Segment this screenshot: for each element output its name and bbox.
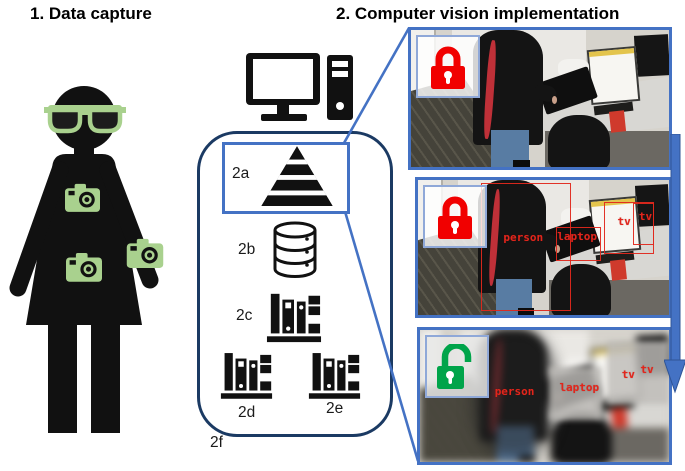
label-2e: 2e [326, 400, 344, 417]
detection-box-laptop [556, 227, 602, 261]
blur-patch-tv [606, 340, 669, 404]
detection-label-laptop: laptop [557, 229, 598, 243]
label-2d: 2d [238, 404, 256, 421]
person-shape [472, 30, 558, 167]
detection-label-tv: tv [638, 209, 653, 223]
pipeline-container-box [197, 131, 393, 437]
privacy-status-badge [425, 335, 489, 398]
glasses-icon [44, 105, 126, 134]
photo-object-detection: person laptop tv tv [415, 177, 672, 318]
padlock-unlocked-icon [437, 343, 472, 389]
label-2c: 2c [236, 307, 253, 324]
label-2b: 2b [238, 241, 256, 258]
detection-box-tv [632, 202, 654, 245]
detection-label-laptop: laptop [559, 381, 600, 395]
office-chair [547, 114, 610, 167]
pyramid-icon [261, 146, 333, 206]
photo-anonymized-blurred: person laptop tv tv [417, 327, 672, 465]
camera-icon [65, 183, 100, 212]
blur-patch-laptop [549, 366, 602, 420]
detection-label-tv: tv [621, 368, 635, 382]
padlock-locked-icon [431, 46, 465, 89]
label-2f: 2f [210, 434, 223, 451]
down-arrow-icon [664, 134, 685, 394]
bookshelf-icon [220, 353, 273, 399]
privacy-status-badge [423, 185, 487, 248]
right-section-title: 2. Computer vision implementation [336, 4, 620, 23]
detection-label-person: person [503, 231, 544, 245]
detection-label-person: person [494, 385, 535, 399]
database-icon [273, 221, 317, 278]
privacy-status-badge [416, 35, 480, 98]
detection-label-tv: tv [617, 215, 631, 229]
padlock-locked-icon [438, 196, 472, 239]
monitor-dark [634, 34, 669, 78]
bookshelf-icon [266, 293, 322, 343]
detection-label-tv: tv [640, 363, 654, 376]
left-section-title: 1. Data capture [30, 4, 152, 23]
camera-icon [66, 253, 102, 282]
desktop-computer-icon [246, 53, 353, 121]
camera-icon [126, 238, 164, 268]
bookshelf-icon [308, 353, 361, 399]
label-2a: 2a [232, 165, 250, 182]
photo-raw-footage [408, 27, 672, 170]
